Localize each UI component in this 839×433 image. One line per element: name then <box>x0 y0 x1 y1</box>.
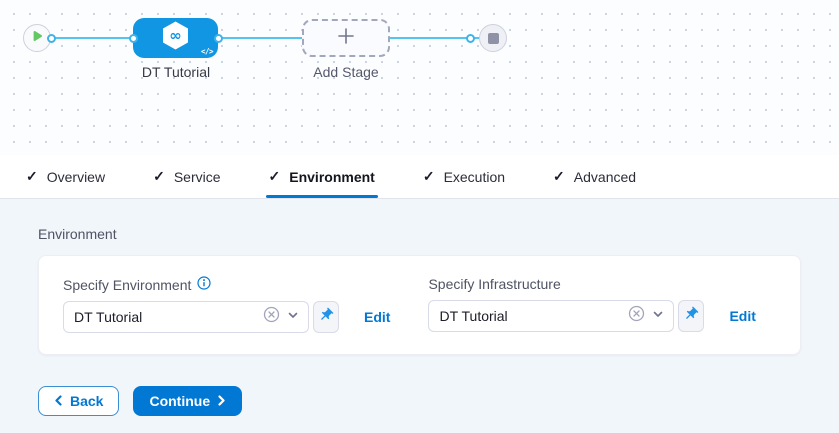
tab-environment[interactable]: ✓ Environment <box>265 155 379 198</box>
tab-overview[interactable]: ✓ Overview <box>26 155 105 198</box>
check-icon: ✓ <box>422 168 435 184</box>
section-title: Environment <box>38 226 117 242</box>
code-icon: </> <box>200 47 214 56</box>
back-button[interactable]: Back <box>38 386 120 416</box>
stage-name-label: DT Tutorial <box>141 64 211 80</box>
pipeline-end-node[interactable] <box>479 24 507 52</box>
stop-icon <box>487 32 499 44</box>
pin-runtime-input-button[interactable] <box>678 300 705 332</box>
pipeline-start-node[interactable] <box>23 24 51 52</box>
tab-label: Environment <box>289 168 375 185</box>
environment-select[interactable] <box>63 301 309 333</box>
tab-advanced[interactable]: ✓ Advanced <box>553 155 636 198</box>
environment-field: Specify Environment <box>63 276 390 333</box>
back-button-label: Back <box>70 393 104 409</box>
tab-label: Advanced <box>573 168 637 185</box>
pin-icon <box>683 306 699 327</box>
pipeline-canvas: ∞ </> DT Tutorial Add Stage <box>0 0 839 155</box>
stage-tabs: ✓ Overview ✓ Service ✓ Environment ✓ Exe… <box>0 155 839 199</box>
tab-label: Overview <box>46 168 106 185</box>
add-stage-button[interactable] <box>302 19 390 57</box>
clear-icon[interactable] <box>628 305 645 327</box>
infrastructure-field-label: Specify Infrastructure <box>428 276 561 292</box>
svg-text:∞: ∞ <box>169 27 182 45</box>
chevron-down-icon[interactable] <box>652 307 664 325</box>
connector-port <box>46 33 56 43</box>
pin-icon <box>318 307 334 328</box>
infrastructure-edit-link[interactable]: Edit <box>729 308 756 324</box>
check-icon: ✓ <box>268 168 281 184</box>
check-icon: ✓ <box>553 168 565 184</box>
stage-node-dt-tutorial[interactable]: ∞ </> <box>133 18 218 58</box>
chevron-right-icon <box>217 393 226 409</box>
connector-port <box>213 33 223 43</box>
cd-stage-hexagon-icon: ∞ <box>162 21 189 55</box>
infrastructure-select[interactable] <box>428 300 675 332</box>
environment-field-label: Specify Environment <box>63 276 192 293</box>
check-icon: ✓ <box>153 168 165 184</box>
environment-select-input[interactable] <box>74 309 263 325</box>
environment-edit-link[interactable]: Edit <box>364 309 391 325</box>
plus-icon <box>337 27 355 50</box>
connector-port <box>465 33 475 43</box>
continue-button-label: Continue <box>149 393 211 409</box>
play-icon <box>29 28 45 49</box>
pipeline-connector-line <box>51 37 480 39</box>
tab-service[interactable]: ✓ Service <box>153 155 220 198</box>
tab-label: Service <box>173 168 221 185</box>
environment-card: Specify Environment <box>38 255 801 355</box>
clear-icon[interactable] <box>263 306 280 328</box>
continue-button[interactable]: Continue <box>133 386 243 416</box>
tab-label: Execution <box>443 168 506 185</box>
check-icon: ✓ <box>26 168 38 184</box>
environment-tab-content: Environment Specify Environment <box>0 199 839 433</box>
chevron-left-icon <box>54 393 63 409</box>
infrastructure-select-input[interactable] <box>439 308 629 324</box>
footer-actions: Back Continue <box>38 386 801 416</box>
tab-execution[interactable]: ✓ Execution <box>423 155 505 198</box>
connector-port <box>128 33 138 43</box>
infrastructure-field: Specify Infrastructure <box>428 276 756 333</box>
pin-runtime-input-button[interactable] <box>313 301 339 333</box>
chevron-down-icon[interactable] <box>287 308 299 326</box>
info-icon[interactable] <box>197 276 212 293</box>
add-stage-label: Add Stage <box>313 64 379 80</box>
